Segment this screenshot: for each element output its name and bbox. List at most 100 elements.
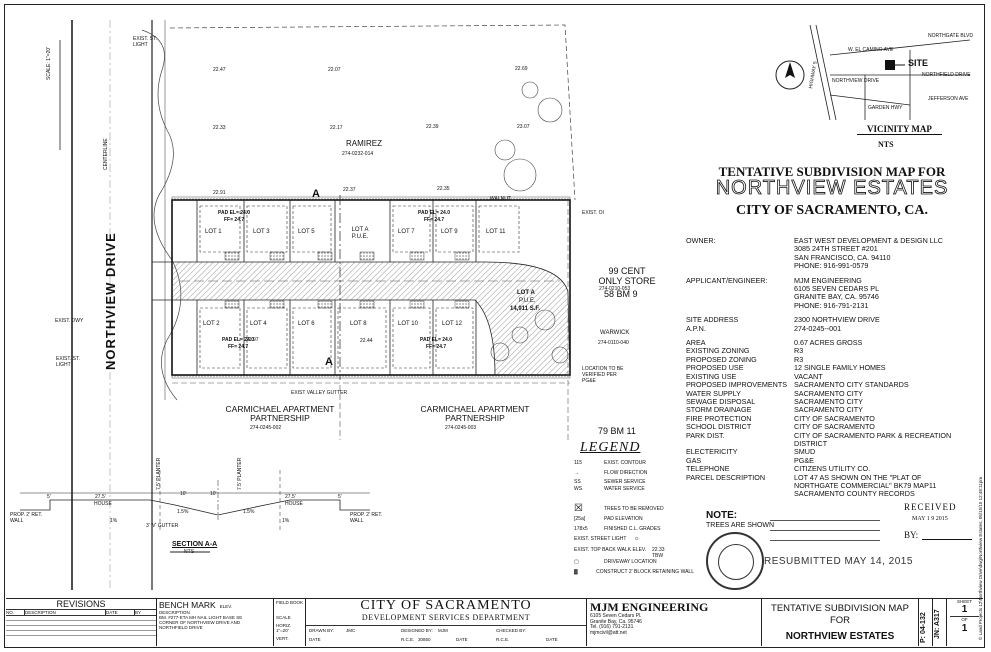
- designed-by-label: DESIGNED BY:: [401, 628, 433, 633]
- lot-label: LOT 11: [486, 229, 506, 235]
- info-key: [686, 245, 794, 253]
- lot-label: LOT 6: [298, 321, 315, 327]
- location-note: LOCATION TO BE VERIFIED PER PG&E: [582, 366, 624, 384]
- sheet-of: OF: [950, 616, 979, 623]
- section-dim: 27.5': [285, 494, 296, 500]
- legend-text: WATER SERVICE: [604, 486, 645, 492]
- lot-label: LOT 4: [250, 321, 267, 327]
- firm-addr: Tel. (916) 791-2131: [590, 624, 634, 630]
- info-value: DISTRICT: [794, 438, 828, 448]
- main-title-line3: CITY OF SACRAMENTO, CA.: [736, 203, 928, 218]
- vicinity-road: JEFFERSON AVE: [928, 96, 969, 102]
- lot-label: LOT 10: [398, 321, 418, 327]
- section-planter: 7.5' PLANTER: [237, 457, 243, 490]
- lot-label: LOT 5: [298, 229, 315, 235]
- vicinity-road: NORTHGATE BLVD: [928, 33, 974, 39]
- section-title: SECTION A-A: [172, 541, 218, 548]
- streetlight-label-bottom: EXIST. ST. LIGHT: [56, 356, 80, 368]
- info-value: NORTHGATE COMMERCIAL" BK79 MAP11: [794, 480, 937, 490]
- lot-label: LOT 2: [203, 321, 220, 327]
- info-value: SMUD: [794, 447, 816, 457]
- info-value: PHONE: 916-791-2131: [794, 300, 869, 310]
- bench-desc: BM. #277-ETA MH NAIL LIGHT BASE SE: [159, 615, 243, 620]
- street-centerline: CENTERLINE: [103, 138, 109, 170]
- firm-cell: MJM ENGINEERING 6105 Seven Cedars Pl. Gr…: [586, 599, 762, 646]
- info-value: 12 SINGLE FAMILY HOMES: [794, 363, 886, 373]
- main-title-line1: TENTATIVE SUBDIVISION MAP FOR: [718, 164, 946, 179]
- info-key: A.P.N.: [686, 323, 706, 333]
- rev-col: BY: [135, 610, 142, 615]
- info-row: APPLICANT/ENGINEER:MJM ENGINEERING: [686, 275, 976, 285]
- section-dim: 10': [180, 491, 187, 497]
- received-title: RECEIVED: [904, 502, 957, 512]
- info-row: 3085 24TH STREET #201: [686, 244, 976, 253]
- info-key: [686, 285, 794, 293]
- spot-elev: 22.47: [213, 67, 226, 73]
- section-gutter: 3' 'V' GUTTER: [146, 523, 179, 529]
- info-key: PROPOSED USE: [686, 363, 744, 373]
- vicinity-site: SITE: [908, 58, 929, 68]
- info-value: CITIZENS UTILITY CO.: [794, 464, 871, 474]
- pn-cell: P: 04-132: [918, 599, 933, 646]
- info-value: CITY OF SACRAMENTO: [794, 413, 875, 423]
- legend-sym: →: [574, 470, 579, 476]
- lot-label: LOT 9: [441, 229, 458, 235]
- info-value: 0.67 ACRES GROSS: [794, 338, 863, 348]
- info-value: SACRAMENTO COUNTY RECORDS: [794, 489, 915, 499]
- info-value: GRANITE BAY, CA. 95746: [794, 292, 879, 302]
- section-marker-top: A: [312, 188, 320, 200]
- legend-sym: 178x5: [574, 526, 588, 532]
- streetlight-label-top: EXIST. ST. LIGHT: [133, 36, 157, 48]
- project-info: OWNER:EAST WEST DEVELOPMENT & DESIGN LLC…: [686, 236, 976, 499]
- neighbor-store: 99 CENT ONLY STORE: [598, 266, 656, 286]
- scale-cell: FIELD BOOK SCALE HORIZ. 1"=20' VERT.: [274, 599, 306, 646]
- info-key: ELECTERICITY: [686, 447, 738, 457]
- lot-label: LOT 7: [398, 229, 415, 235]
- legend-text: FLOW DIRECTION: [604, 470, 648, 476]
- streetlight-icon: ☼: [634, 536, 640, 542]
- pe-stamp: [706, 532, 764, 590]
- spot-elev: 22.33: [213, 125, 226, 131]
- lot-a-area: 14,911 S.F.: [510, 306, 541, 312]
- bench-desc: NORTHFIELD DRIVE: [159, 625, 203, 630]
- info-row: OWNER:EAST WEST DEVELOPMENT & DESIGN LLC: [686, 236, 976, 245]
- spot-elev: 22.69: [515, 66, 528, 72]
- legend-text: CONSTRUCT 2' BLOCK RETAINING WALL: [596, 569, 694, 575]
- rce-label: R.C.E.: [401, 637, 415, 642]
- section-planter: 7.5' PLANTER: [156, 457, 162, 490]
- info-value: 274-0245--001: [794, 323, 842, 333]
- info-key: APPLICANT/ENGINEER:: [686, 275, 768, 285]
- info-key: PARK DIST.: [686, 430, 725, 440]
- neighbor-south-left-apn: 274-0245-002: [250, 425, 282, 431]
- info-row: NORTHGATE COMMERCIAL" BK79 MAP11: [686, 480, 976, 490]
- section-marker-bottom: A: [325, 356, 333, 368]
- city-title: CITY OF SACRAMENTO: [360, 598, 532, 613]
- sheet-number: 1: [961, 604, 968, 615]
- info-key: SCHOOL DISTRICT: [686, 422, 752, 432]
- date-label: DATE: [456, 637, 468, 642]
- field-book: FIELD BOOK: [276, 600, 304, 605]
- bench-desc: CORNER OF NORTHVIEW DRIVE AND: [159, 620, 241, 625]
- spot-elev: 22.37: [343, 187, 356, 193]
- retaining-wall-icon: ▓: [574, 569, 578, 575]
- info-row: PARK DIST.CITY OF SACRAMENTO PARK & RECR…: [686, 430, 976, 440]
- lot-label: LOT 3: [253, 229, 270, 235]
- scale-row: VERT.: [276, 636, 289, 641]
- lot-a-name: LOT A: [517, 290, 535, 296]
- spot-elev: 22.44: [360, 338, 373, 344]
- pad-elev: PAD EL= 24.0: [218, 210, 251, 216]
- vicinity-nts: NTS: [878, 140, 894, 149]
- info-key: AREA: [686, 338, 706, 348]
- section-slope: 1%: [282, 518, 290, 524]
- bench-mark-title: BENCH MARK: [159, 600, 216, 610]
- spot-elev: 22.07: [328, 67, 341, 73]
- designed-by-value: MJM: [438, 628, 448, 633]
- info-value: PG&E: [794, 455, 814, 465]
- section-house: HOUSE: [285, 501, 303, 507]
- spot-elev: 23.07: [517, 124, 530, 130]
